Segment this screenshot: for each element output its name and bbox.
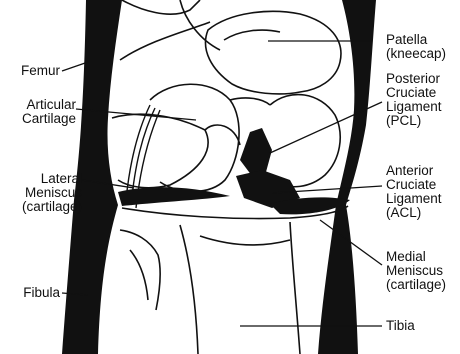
label-acl-line4: (ACL) — [386, 206, 442, 220]
label-articular-line2: Cartilage — [22, 112, 76, 126]
label-articular-line1: Articular — [22, 98, 76, 112]
lateral-meniscus — [118, 187, 230, 206]
label-acl-line2: Cruciate — [386, 178, 442, 192]
label-acl-line3: Ligament — [386, 192, 442, 206]
label-lateral-line2: Meniscus — [22, 186, 82, 200]
label-acl: Anterior Cruciate Ligament (ACL) — [386, 164, 442, 220]
label-pcl-line3: Ligament — [386, 100, 442, 114]
tibia-bone — [122, 206, 348, 354]
label-medial-meniscus: Medial Meniscus (cartilage) — [386, 250, 446, 292]
label-pcl-line4: (PCL) — [386, 114, 442, 128]
label-articular-cartilage: Articular Cartilage — [22, 98, 76, 126]
label-acl-line1: Anterior — [386, 164, 442, 178]
label-lateral-line3: (cartilage) — [22, 200, 82, 214]
label-pcl-line1: Posterior — [386, 72, 442, 86]
label-medial-line3: (cartilage) — [386, 278, 446, 292]
label-patella: Patella (kneecap) — [386, 33, 446, 61]
patella-bone — [205, 11, 340, 94]
label-medial-line1: Medial — [386, 250, 446, 264]
pcl-ligament — [240, 128, 272, 176]
right-soft-tissue — [318, 0, 376, 354]
label-medial-line2: Meniscus — [386, 264, 446, 278]
label-tibia: Tibia — [386, 319, 415, 333]
label-fibula: Fibula — [23, 286, 60, 300]
label-patella-line2: (kneecap) — [386, 47, 446, 61]
label-patella-line1: Patella — [386, 33, 446, 47]
label-pcl: Posterior Cruciate Ligament (PCL) — [386, 72, 442, 128]
label-lateral-meniscus: Lateral Meniscus (cartilage) — [22, 172, 82, 214]
label-femur: Femur — [21, 64, 60, 78]
label-lateral-line1: Lateral — [22, 172, 82, 186]
fibula-bone — [120, 230, 160, 310]
femur-bone — [112, 0, 240, 188]
label-pcl-line2: Cruciate — [386, 86, 442, 100]
